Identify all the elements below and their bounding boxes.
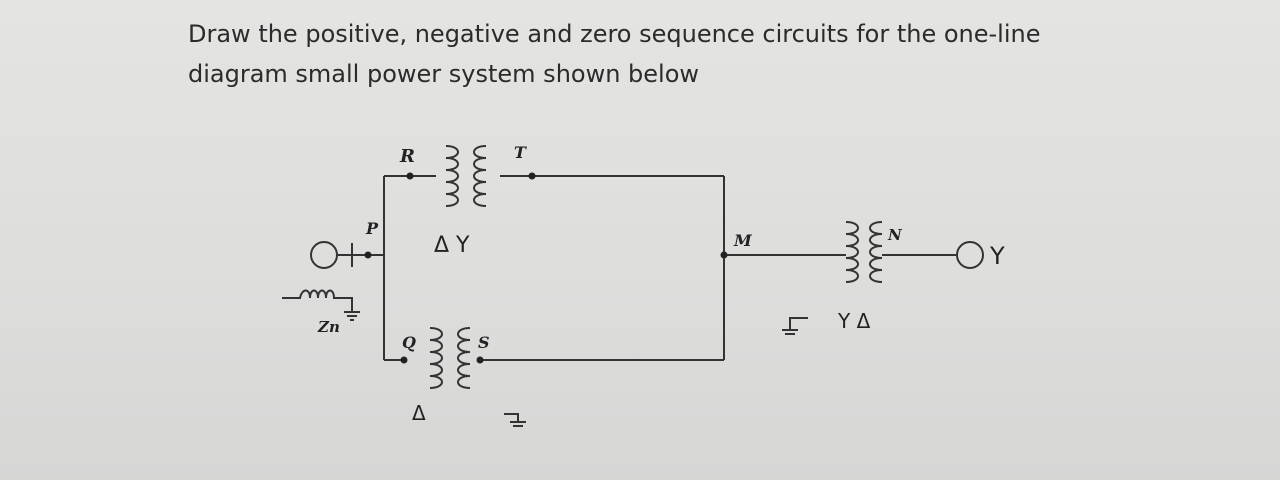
transformer-qs-secondary	[457, 327, 471, 389]
node-t	[528, 172, 536, 180]
node-m	[720, 251, 728, 259]
node-q	[400, 356, 408, 364]
ground-lead-qs	[504, 413, 519, 422]
label-transformer-mn-connection: Y Δ	[837, 309, 871, 333]
grounding-reactor-zn	[282, 289, 353, 312]
label-transformer-qs-delta: Δ	[412, 401, 426, 425]
label-motor-connection: Y	[989, 242, 1005, 270]
label-r: R	[399, 146, 415, 167]
node-r	[406, 172, 414, 180]
node-s	[476, 356, 484, 364]
label-q: Q	[402, 333, 416, 352]
ground-lead-mn	[789, 317, 808, 330]
question-line-2: diagram small power system shown below	[188, 60, 700, 88]
node-p	[364, 251, 372, 259]
label-m: M	[733, 231, 753, 250]
transformer-mn-secondary	[869, 221, 883, 283]
generator-symbol	[310, 241, 338, 269]
label-p: P	[365, 219, 379, 238]
label-transformer-rt-connection: Δ Y	[434, 233, 470, 258]
label-zn: Zn	[317, 318, 340, 336]
transformer-mn-primary	[845, 221, 859, 283]
question-text: Draw the positive, negative and zero seq…	[188, 14, 1148, 94]
question-line-1: Draw the positive, negative and zero seq…	[188, 20, 1041, 48]
motor-symbol	[956, 241, 984, 269]
label-t: T	[514, 143, 527, 162]
transformer-rt-secondary	[473, 145, 487, 207]
transformer-qs-primary	[429, 327, 443, 389]
label-n: N	[887, 226, 903, 244]
label-s: S	[478, 333, 490, 352]
transformer-rt-primary	[445, 145, 459, 207]
